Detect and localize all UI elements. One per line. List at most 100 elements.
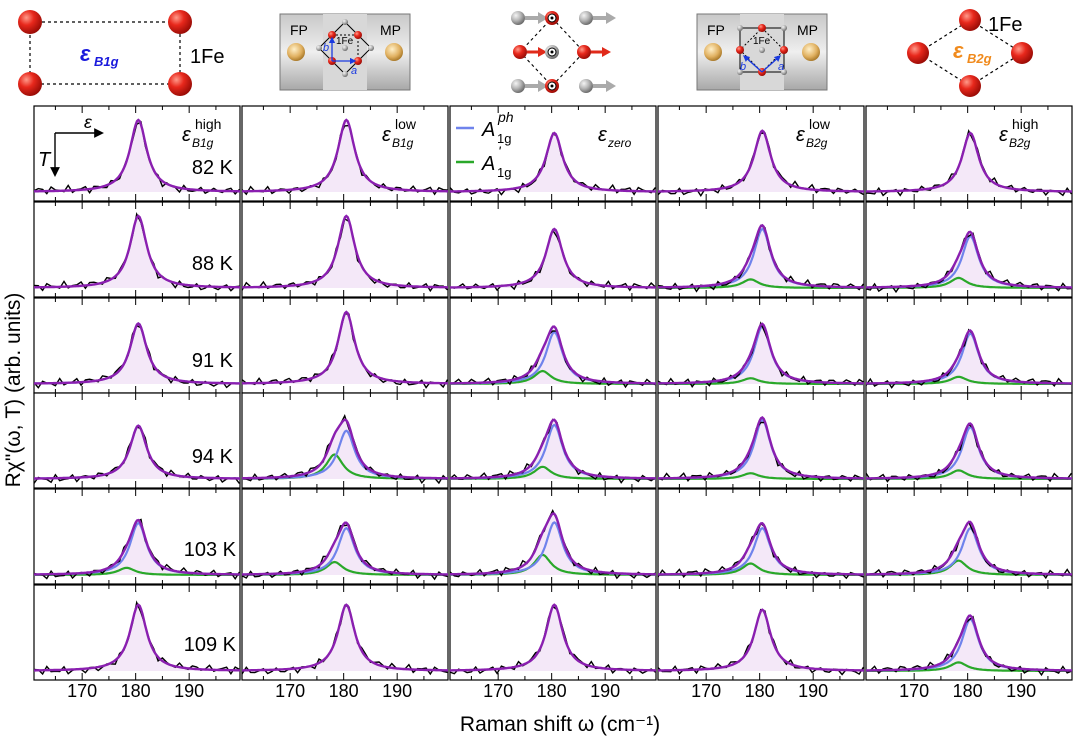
fe-atom xyxy=(354,31,362,39)
mp-label: MP xyxy=(380,22,401,38)
unit-cell xyxy=(519,17,585,87)
fit-fill xyxy=(658,130,864,192)
fit-fill xyxy=(34,120,240,192)
se-atom xyxy=(342,45,348,51)
fit-fill xyxy=(866,133,1072,192)
fe-atom xyxy=(959,75,981,97)
fit-fill xyxy=(34,604,240,671)
panel-3-3 xyxy=(657,392,865,489)
panel-4-0 xyxy=(865,105,1073,202)
panel-1-3 xyxy=(241,392,449,489)
total-fit-curve xyxy=(866,520,1072,576)
strain-subscript: B1g xyxy=(192,136,214,150)
temperature-arrow-label: T xyxy=(38,149,52,171)
x-tick-label: 190 xyxy=(1006,681,1036,701)
legend-superscript: ph xyxy=(497,109,514,125)
a-label: a xyxy=(351,65,357,77)
fe-atom xyxy=(168,10,192,34)
total-fit-curve xyxy=(242,603,448,672)
unit-cell xyxy=(916,19,1024,87)
total-fit-curve xyxy=(658,129,864,193)
fit-fill xyxy=(450,419,656,479)
fe-label: 1Fe xyxy=(988,14,1022,36)
panel-4-2 xyxy=(865,297,1073,394)
panel-0-2 xyxy=(33,297,241,394)
temperature-label: 88 K xyxy=(192,253,234,275)
x-tick-label: 190 xyxy=(798,681,828,701)
panel-4-5 xyxy=(865,584,1073,681)
se-atom xyxy=(781,25,787,31)
total-fit-curve xyxy=(866,329,1072,385)
data-curve xyxy=(241,413,448,485)
x-tick-label: 190 xyxy=(590,681,620,701)
strain-superscript: high xyxy=(195,116,221,132)
screw-left xyxy=(704,43,722,61)
se-atom xyxy=(368,45,374,51)
strain-subscript: B1g xyxy=(392,136,414,150)
fe-atom xyxy=(328,31,336,39)
fit-fill xyxy=(450,604,656,671)
panel-1-4 xyxy=(241,488,449,585)
legend-subscript: 1g xyxy=(497,131,511,146)
total-fit-curve xyxy=(658,416,864,480)
displacement-head xyxy=(538,80,548,92)
se-atom xyxy=(759,47,765,53)
strain-symbol: ε xyxy=(999,124,1009,146)
fit-fill xyxy=(866,231,1072,288)
panel-0-0 xyxy=(33,105,241,202)
panel-1-2 xyxy=(241,297,449,394)
data-curve xyxy=(657,421,864,483)
fe-atom xyxy=(577,45,591,59)
panel-2-1 xyxy=(449,201,657,298)
temperature-label: 109 K xyxy=(184,634,237,656)
panel-1-5 xyxy=(241,584,449,681)
fit-fill xyxy=(450,326,656,384)
total-fit-curve xyxy=(658,223,864,289)
x-tick-label: 170 xyxy=(275,681,305,701)
fit-fill xyxy=(658,609,864,671)
x-axis-label: Raman shift ω (cm⁻¹) xyxy=(460,713,660,736)
panel-0-4 xyxy=(33,488,241,585)
fe-label: 1Fe xyxy=(753,36,771,47)
legend-subscript: 1g xyxy=(497,165,511,180)
fit-fill xyxy=(34,425,240,479)
fe-atom xyxy=(354,57,362,65)
fit-fill xyxy=(450,513,656,575)
x-tick-label: 170 xyxy=(483,681,513,701)
fit-fill xyxy=(658,523,864,575)
b1g-label-sub: B1g xyxy=(94,54,119,69)
se-atom xyxy=(781,69,787,75)
out-of-plane-dot xyxy=(550,84,554,88)
total-fit-curve xyxy=(866,422,1072,480)
panel-0-3 xyxy=(33,392,241,489)
fp-label: FP xyxy=(707,22,725,38)
panel-2-0 xyxy=(449,105,657,202)
screw-right xyxy=(802,43,820,61)
panel-3-5 xyxy=(657,584,865,681)
panel-3-1 xyxy=(657,201,865,298)
se-atom xyxy=(579,79,593,93)
temperature-label: 94 K xyxy=(192,446,234,468)
data-curve xyxy=(657,321,864,388)
panel-3-2 xyxy=(657,297,865,394)
unit-cell xyxy=(29,21,181,85)
panel-3-0 xyxy=(657,105,865,202)
panel-1-1 xyxy=(241,201,449,298)
fe-atom xyxy=(18,72,42,96)
total-fit-curve xyxy=(449,325,656,385)
panel-2-4 xyxy=(449,488,657,585)
strain-arrow-label: ε xyxy=(84,112,93,132)
fit-fill xyxy=(242,419,448,479)
b1g-label: ε xyxy=(80,41,91,66)
fe-atom xyxy=(736,46,744,54)
total-fit-curve xyxy=(242,521,448,576)
temperature-label: 91 K xyxy=(192,350,234,372)
a-label: a xyxy=(778,61,784,73)
fit-fill xyxy=(658,225,864,288)
fit-fill xyxy=(242,120,448,192)
